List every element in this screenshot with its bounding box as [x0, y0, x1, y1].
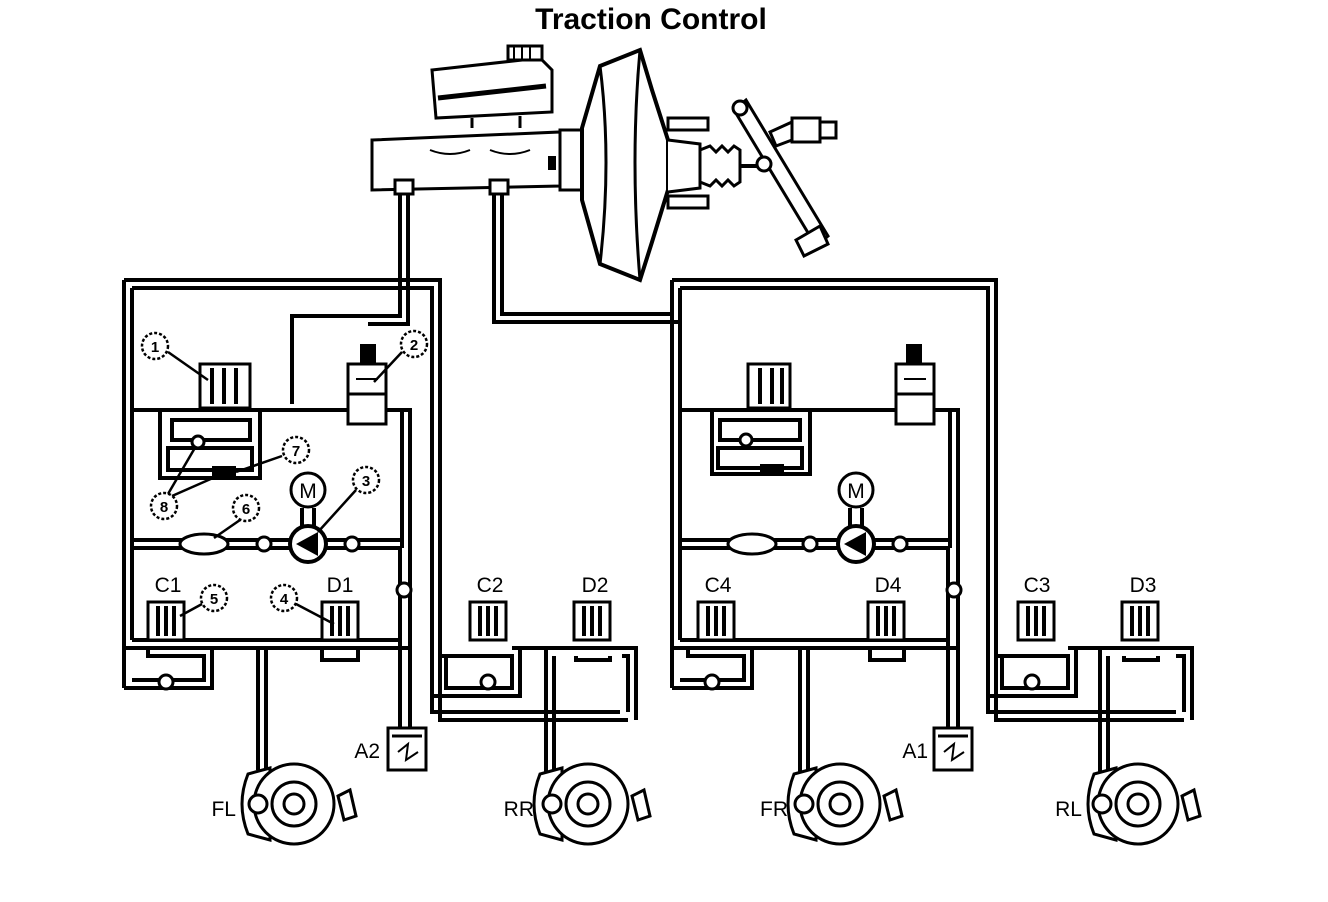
label-d3: D3	[1130, 574, 1157, 597]
pump-motor-left	[289, 471, 327, 509]
diagram-title: Traction Control	[535, 3, 767, 36]
valve-c2	[468, 600, 508, 642]
hydraulic-unit-right: M	[670, 278, 1194, 772]
label-c3: C3	[1024, 574, 1051, 597]
master-cylinder-assembly	[370, 44, 838, 283]
pump-motor-right	[837, 471, 875, 509]
callout-8: 8	[160, 499, 168, 516]
label-rr: RR	[504, 798, 534, 821]
label-fr: FR	[760, 798, 788, 821]
label-c4: C4	[705, 574, 732, 597]
supply-lines	[290, 194, 680, 404]
label-d2: D2	[582, 574, 609, 597]
valve-c3	[1016, 600, 1056, 642]
callout-3: 3	[362, 473, 370, 490]
valve-d1	[320, 600, 360, 642]
wheel-fr	[786, 762, 904, 846]
brake-booster	[580, 47, 762, 283]
callout-6: 6	[242, 501, 250, 518]
fluid-reservoir	[430, 44, 554, 128]
label-fl: FL	[211, 798, 236, 821]
callout-2: 2	[410, 337, 418, 354]
valve-c1	[146, 600, 186, 642]
callout-1: 1	[151, 339, 159, 356]
brake-pedal	[731, 97, 838, 259]
motor-label-left: M	[299, 480, 317, 503]
valve-c4	[696, 600, 736, 642]
valve-d3	[1120, 600, 1160, 642]
wheel-rl	[1086, 762, 1202, 846]
master-cylinder	[370, 128, 584, 196]
label-rl: RL	[1055, 798, 1082, 821]
callout-7: 7	[292, 443, 300, 460]
label-d4: D4	[875, 574, 902, 597]
motor-label-right: M	[847, 480, 865, 503]
label-d1: D1	[327, 574, 354, 597]
valve-d4	[866, 600, 906, 642]
callouts: 1 2 3 4 5 6 7 8	[140, 329, 429, 626]
wheel-fl	[240, 762, 358, 846]
label-c2: C2	[477, 574, 504, 597]
label-c1: C1	[155, 574, 182, 597]
solenoid-valves	[146, 600, 1160, 642]
callout-4: 4	[280, 591, 289, 608]
valve-d2	[572, 600, 612, 642]
wheel-rr	[532, 762, 652, 846]
label-a2: A2	[354, 740, 380, 763]
hydraulic-unit-left: M	[122, 278, 638, 772]
label-a1: A1	[902, 740, 928, 763]
callout-5: 5	[210, 591, 218, 608]
